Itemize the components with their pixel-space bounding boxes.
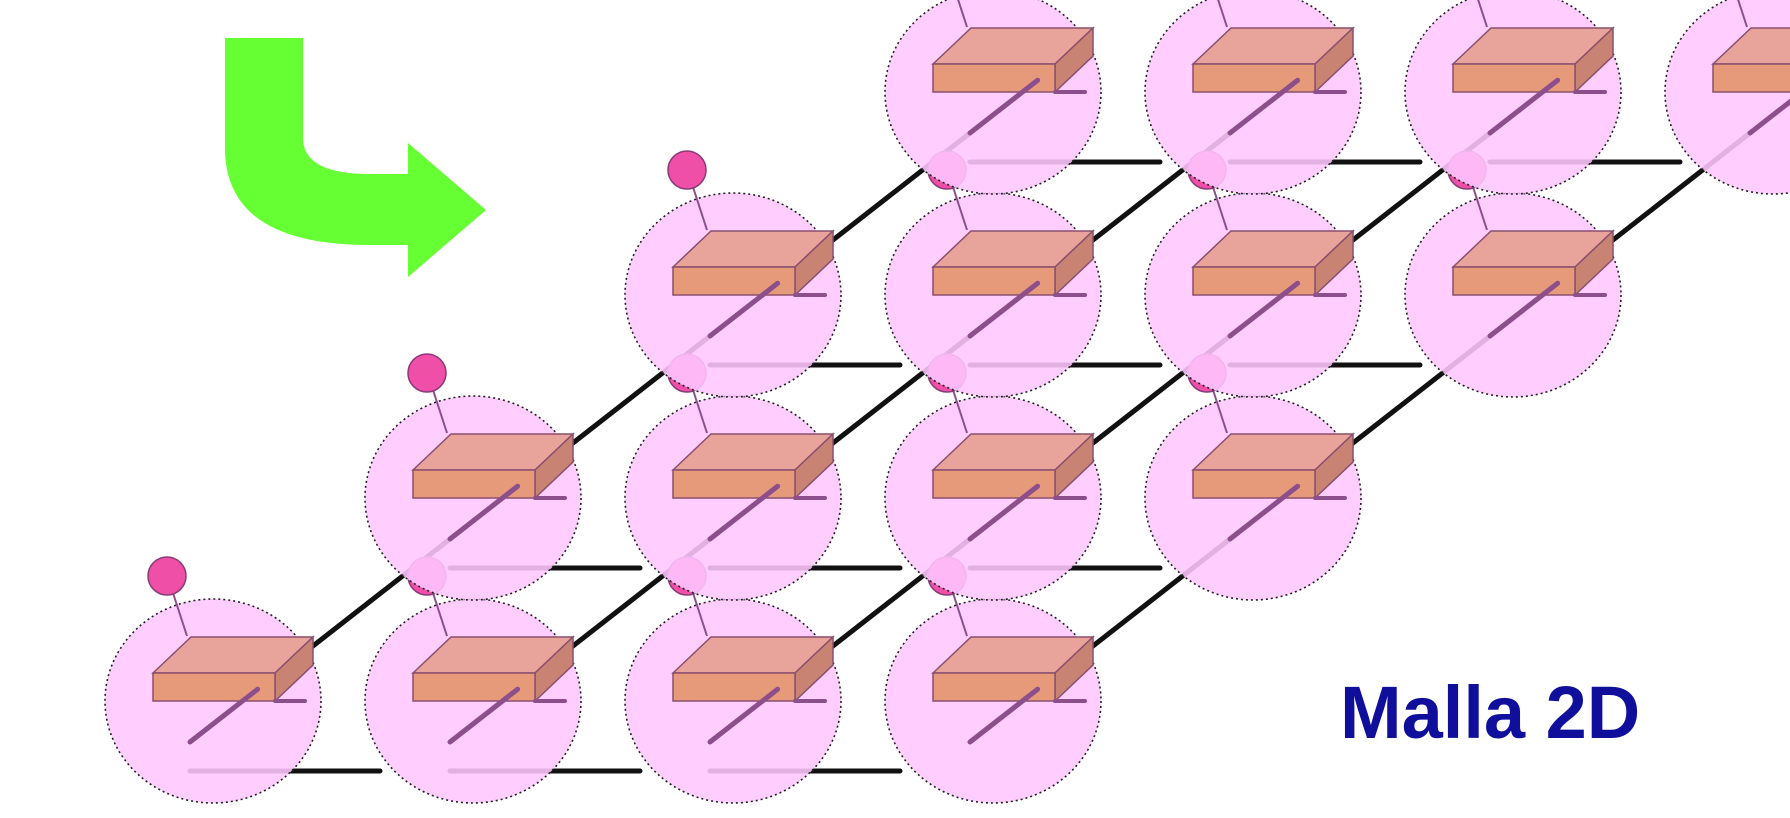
node-layer — [104, 0, 1790, 804]
processor-link — [1472, 186, 1488, 231]
switch-icon — [1451, 26, 1615, 94]
switch-icon — [1191, 229, 1355, 297]
mesh-node — [1144, 150, 1362, 398]
diagonal-port — [1227, 483, 1301, 542]
switch-icon — [931, 635, 1095, 703]
processor-link — [692, 389, 708, 434]
diagonal-port — [1747, 98, 1790, 136]
diagonal-port — [1227, 77, 1301, 136]
diagonal-port — [967, 280, 1041, 339]
diagonal-port — [187, 686, 261, 745]
mesh-node — [1404, 150, 1622, 398]
switch-icon — [1191, 26, 1355, 94]
diagonal-port — [1227, 280, 1301, 339]
switch-icon — [411, 432, 575, 500]
diagonal-port — [967, 686, 1041, 745]
switch-icon — [1711, 27, 1790, 93]
mesh-node — [1144, 0, 1362, 195]
processor-link — [957, 0, 968, 28]
switch-icon — [151, 635, 315, 703]
mesh-node — [884, 0, 1102, 195]
mesh-node — [364, 556, 582, 804]
switch-icon — [671, 635, 835, 703]
processor-link — [1217, 0, 1228, 28]
switch-icon — [931, 229, 1095, 297]
diagram-title: Malla 2D — [1340, 671, 1641, 754]
processor-icon — [407, 353, 447, 393]
switch-icon — [1191, 432, 1355, 500]
processor-link — [1212, 186, 1228, 231]
switch-icon — [671, 229, 835, 297]
switch-icon — [411, 635, 575, 703]
diagonal-port — [447, 483, 521, 542]
diagonal-port — [1487, 280, 1561, 339]
mesh-node — [624, 556, 842, 804]
processor-link — [432, 389, 448, 434]
diagonal-port — [967, 483, 1041, 542]
diagonal-port — [707, 686, 781, 745]
switch-icon — [671, 432, 835, 500]
processor-link — [172, 592, 188, 637]
mesh-node — [624, 353, 842, 601]
processor-link — [1477, 0, 1488, 28]
diagonal-port — [707, 483, 781, 542]
processor-link — [692, 592, 708, 637]
mesh-node — [104, 556, 322, 804]
diagonal-port — [447, 686, 521, 745]
mesh-node — [624, 150, 842, 398]
diagonal-port — [967, 77, 1041, 136]
processor-link — [952, 592, 968, 637]
processor-icon — [667, 150, 707, 190]
processor-link — [432, 592, 448, 637]
processor-link — [952, 186, 968, 231]
processor-icon — [147, 556, 187, 596]
processor-link — [1737, 0, 1748, 28]
switch-icon — [1451, 229, 1615, 297]
processor-link — [1212, 389, 1228, 434]
diagonal-port — [707, 280, 781, 339]
curved-arrow-icon — [225, 38, 486, 277]
mesh-node — [364, 353, 582, 601]
mesh-node — [1664, 0, 1790, 195]
mesh-node — [1404, 0, 1622, 195]
processor-link — [692, 186, 708, 231]
mesh-node — [884, 556, 1102, 804]
switch-icon — [931, 26, 1095, 94]
diagonal-port — [1487, 77, 1561, 136]
switch-icon — [931, 432, 1095, 500]
processor-link — [952, 389, 968, 434]
